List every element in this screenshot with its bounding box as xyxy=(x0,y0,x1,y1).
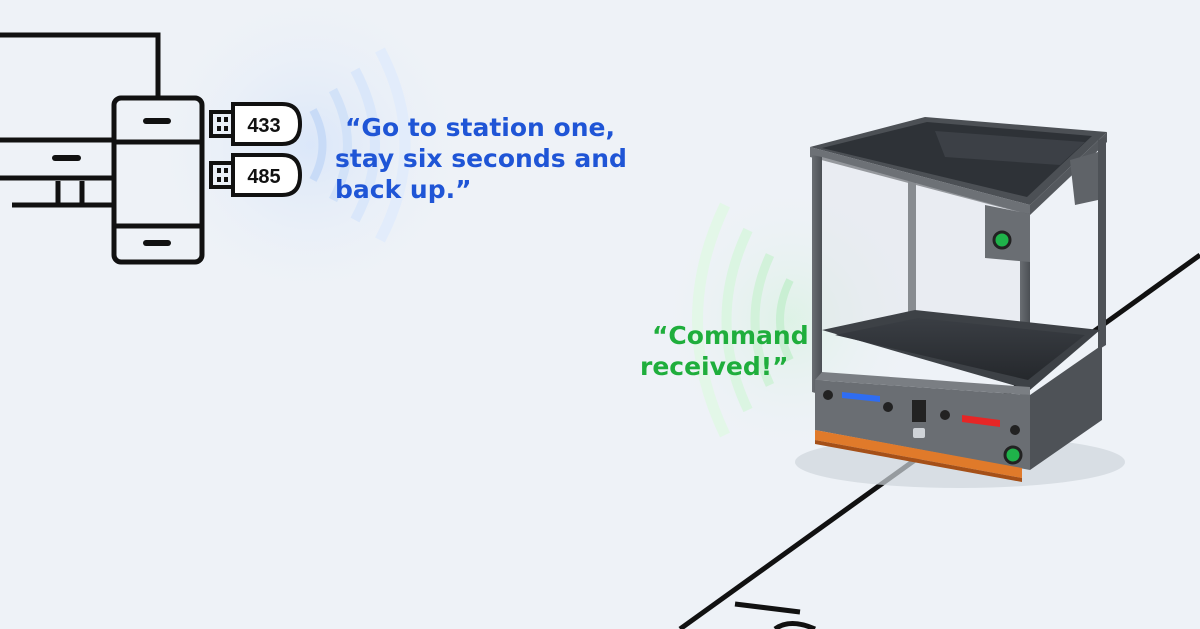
command-line-1: “Go to station one, xyxy=(345,113,615,142)
ack-line-1: “Command xyxy=(652,321,809,350)
safety-bumper xyxy=(815,430,1022,478)
command-line-2: stay six seconds and xyxy=(335,144,627,173)
blue-status-light-icon xyxy=(842,392,880,402)
red-status-light-icon xyxy=(962,415,1000,427)
acknowledgement-quote: “Command received!” xyxy=(640,320,840,382)
command-line-3: back up.” xyxy=(335,175,472,204)
agv-robot xyxy=(795,117,1125,488)
ack-line-2: received!” xyxy=(640,352,789,381)
desktop-computer-icon xyxy=(0,32,161,208)
radio-module-433-label: 433 xyxy=(247,115,280,137)
corner-button-icon xyxy=(992,230,1012,250)
base-button-icon xyxy=(1003,445,1023,465)
radio-module-433: 433 xyxy=(209,102,303,146)
radio-module-485-label: 485 xyxy=(247,166,280,188)
transmitter-wireless-icon xyxy=(140,0,480,310)
server-tower-icon xyxy=(111,95,205,265)
radio-module-485: 485 xyxy=(209,153,303,197)
command-quote: “Go to station one, stay six seconds and… xyxy=(335,112,635,205)
